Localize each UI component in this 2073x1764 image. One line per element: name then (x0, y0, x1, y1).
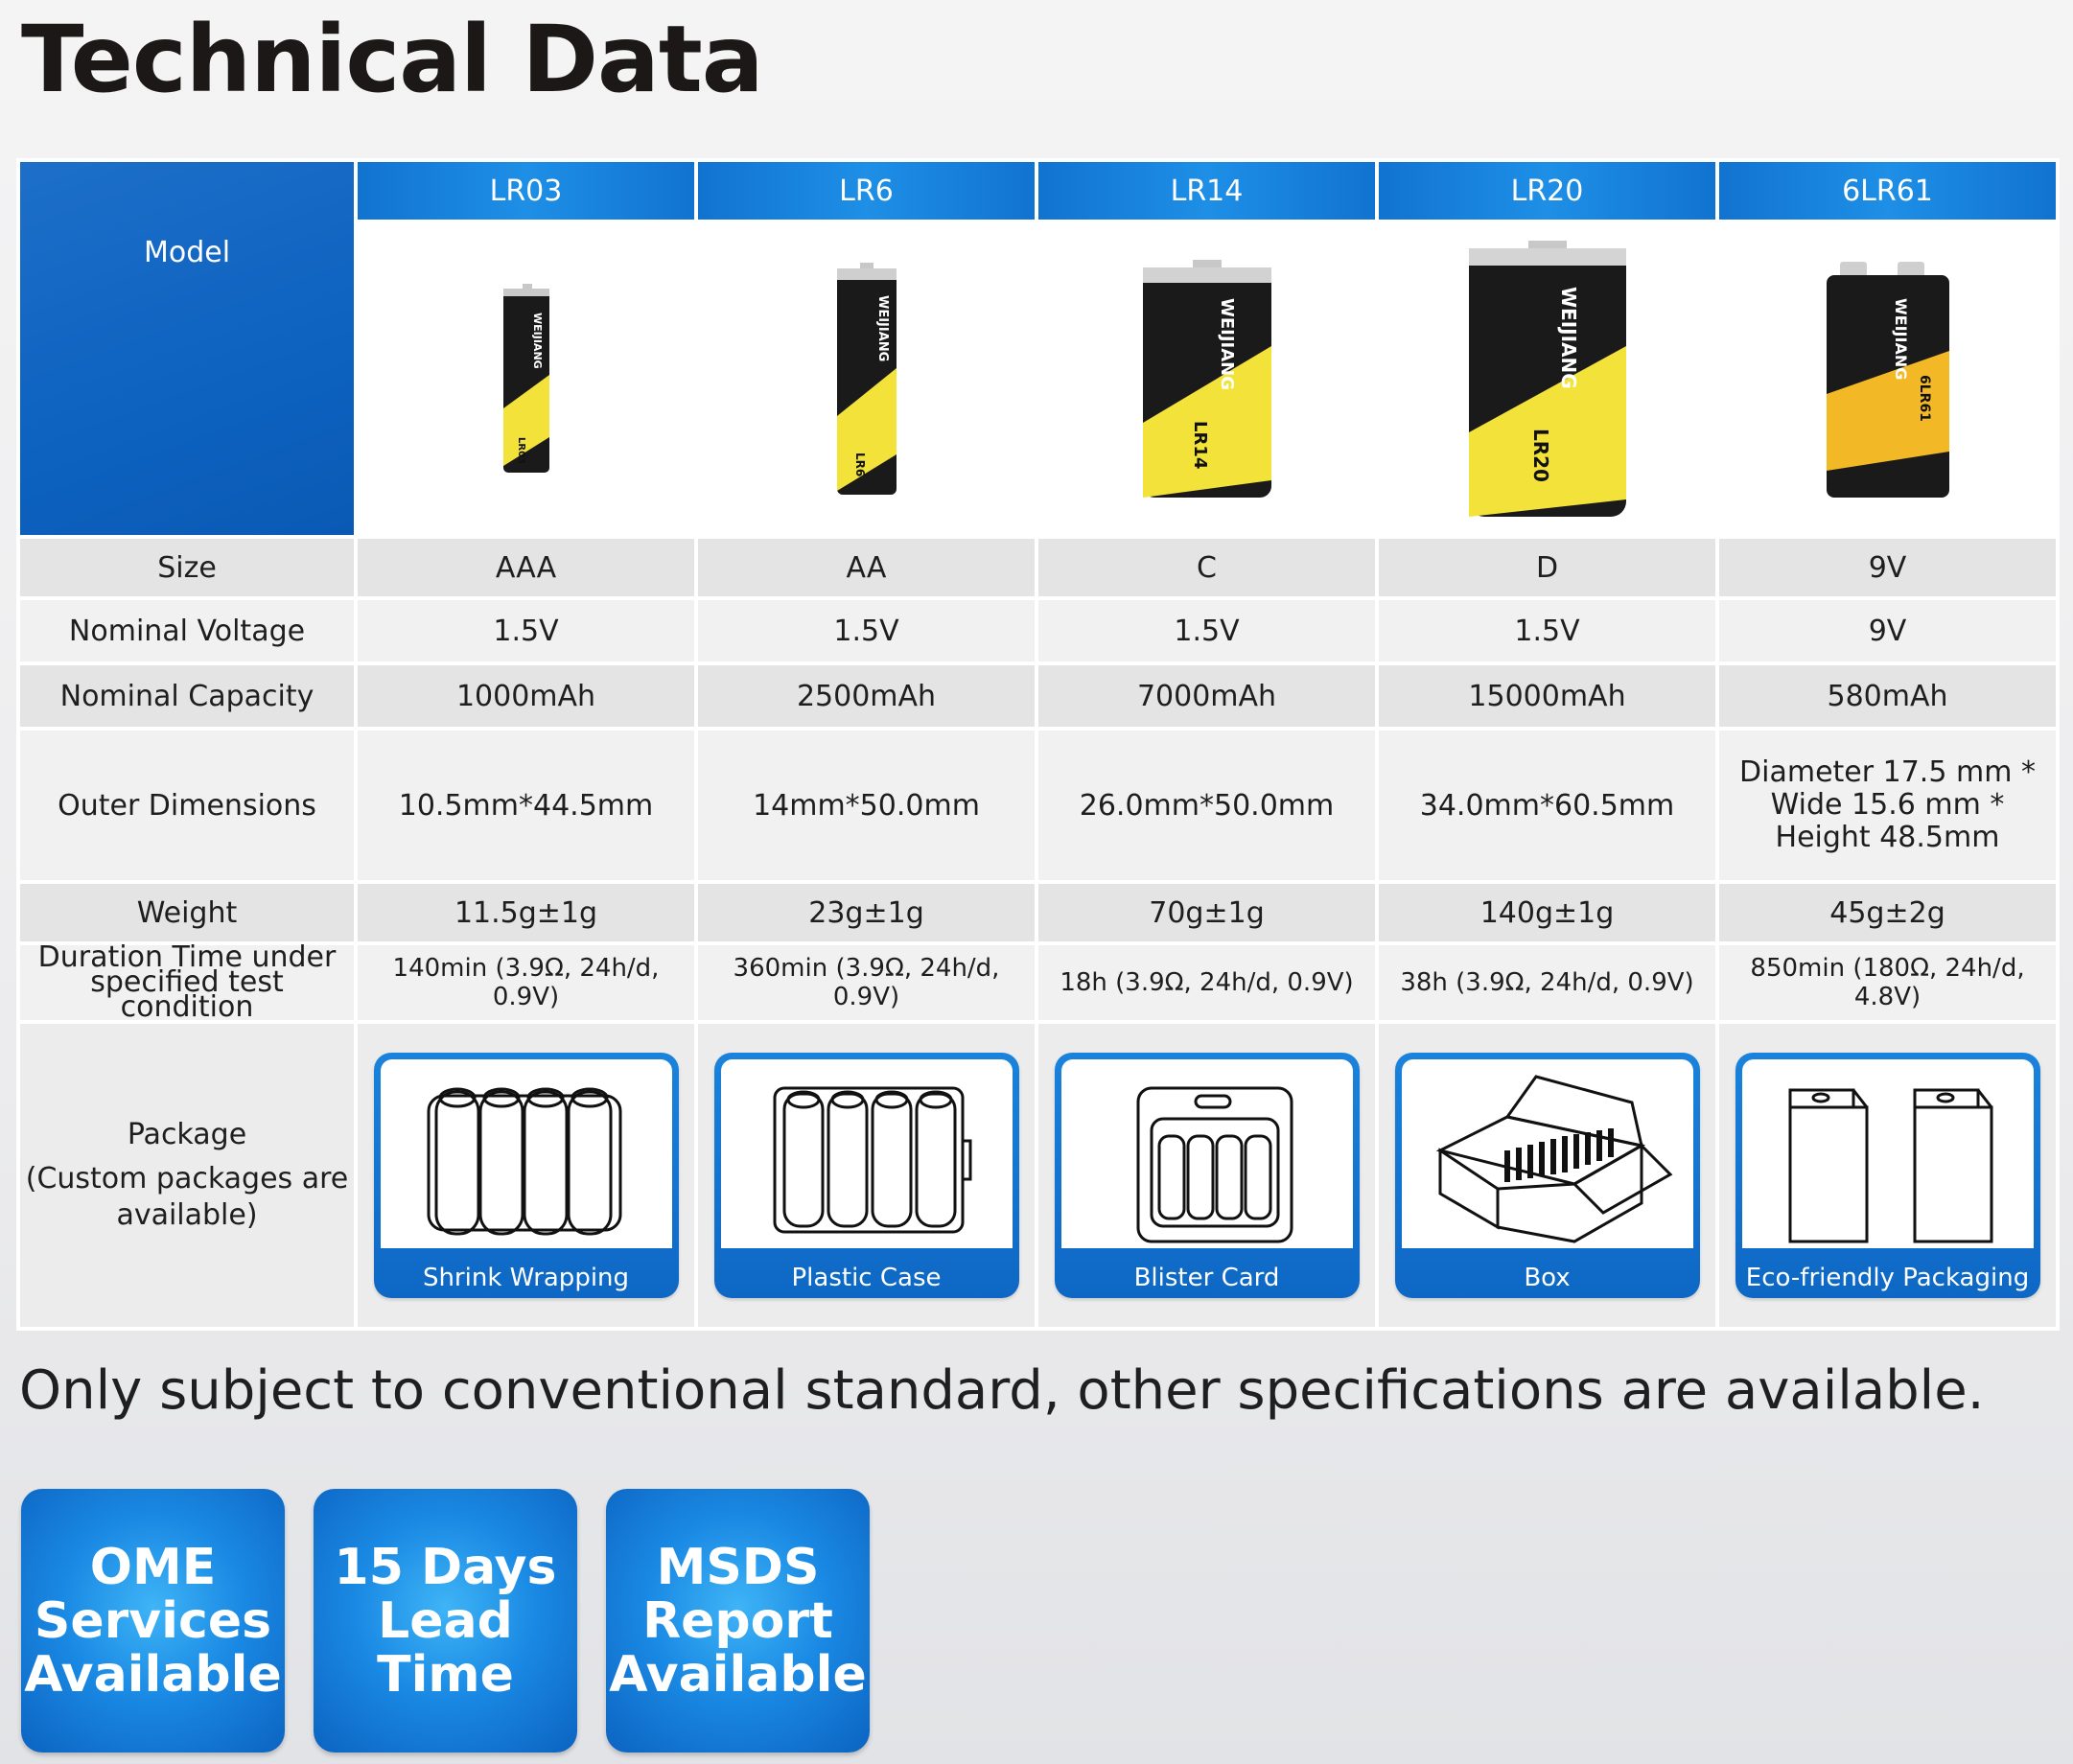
badge-lead-time: 15 Days Lead Time (314, 1489, 577, 1752)
svg-text:LR20: LR20 (1529, 429, 1552, 482)
cell-capacity: 1000mAh (354, 662, 698, 731)
cell-dimensions: 14mm*50.0mm (694, 727, 1038, 884)
cell-duration: 18h (3.9Ω, 24h/d, 0.9V) (1035, 941, 1379, 1024)
cell-size: AAA (354, 535, 698, 600)
cell-capacity: 2500mAh (694, 662, 1038, 731)
package-cell: Box (1375, 1020, 1719, 1331)
cell-size: 9V (1715, 535, 2060, 600)
package-name: Plastic Case (791, 1264, 942, 1292)
package-label: Package (127, 1118, 247, 1151)
battery-image-9v: WEIJIANG 6LR61 (1715, 220, 2060, 539)
cell-weight: 140g±1g (1375, 880, 1719, 945)
svg-text:WEIJIANG: WEIJIANG (1892, 298, 1910, 380)
page-title: Technical Data (21, 6, 763, 113)
row-label-capacity: Nominal Capacity (16, 662, 358, 731)
model-header: LR03 (354, 158, 698, 223)
svg-text:LR03: LR03 (516, 437, 526, 464)
cell-duration: 140min (3.9Ω, 24h/d, 0.9V) (354, 941, 698, 1024)
9v-battery-icon: WEIJIANG 6LR61 (1826, 261, 1949, 498)
package-cell: Shrink Wrapping (354, 1020, 698, 1331)
cell-dimensions: Diameter 17.5 mm * Wide 15.6 mm * Height… (1715, 727, 2060, 884)
svg-text:WEIJIANG: WEIJIANG (1557, 287, 1580, 389)
cell-dimensions: 34.0mm*60.5mm (1375, 727, 1719, 884)
plastic-case-icon (773, 1086, 971, 1234)
cell-size: D (1375, 535, 1719, 600)
badge-msds-report: MSDS Report Available (606, 1489, 870, 1752)
package-name: Shrink Wrapping (422, 1264, 630, 1292)
shrink-wrap-icon (427, 1087, 621, 1236)
cell-weight: 45g±2g (1715, 880, 2060, 945)
cell-duration: 850min (180Ω, 24h/d, 4.8V) (1715, 941, 2060, 1024)
package-sub-label: (Custom packages are available) (25, 1162, 349, 1232)
battery-image-d: WEIJIANG LR20 (1375, 220, 1719, 539)
package-name: Box (1524, 1264, 1571, 1292)
svg-text:LR14: LR14 (1190, 421, 1210, 469)
package-card-eco-friendly: Eco-friendly Packaging (1735, 1053, 2040, 1298)
row-label-size: Size (16, 535, 358, 600)
model-header: LR20 (1375, 158, 1719, 223)
package-card-blister-card: Blister Card (1054, 1053, 1360, 1298)
package-card-shrink-wrapping: Shrink Wrapping (373, 1053, 679, 1298)
cell-capacity: 580mAh (1715, 662, 2060, 731)
row-label-duration: Duration Time under specified test condi… (16, 941, 358, 1024)
cell-capacity: 15000mAh (1375, 662, 1719, 731)
spec-table: Model LR03 LR6 LR14 LR20 6LR61 WEIJIANG … (16, 158, 2060, 1331)
svg-text:WEIJIANG: WEIJIANG (531, 313, 544, 369)
row-label-dimensions: Outer Dimensions (16, 727, 358, 884)
svg-text:LR6: LR6 (853, 453, 867, 476)
aa-battery-icon: WEIJIANG LR6 (836, 262, 897, 495)
svg-text:WEIJIANG: WEIJIANG (875, 295, 890, 361)
cell-size: C (1035, 535, 1379, 600)
package-cell: Eco-friendly Packaging (1715, 1020, 2060, 1331)
cell-duration: 360min (3.9Ω, 24h/d, 0.9V) (694, 941, 1038, 1024)
cell-weight: 11.5g±1g (354, 880, 698, 945)
footnote: Only subject to conventional standard, o… (19, 1359, 1985, 1422)
cell-voltage: 9V (1715, 596, 2060, 665)
row-label-weight: Weight (16, 880, 358, 945)
model-header: 6LR61 (1715, 158, 2060, 223)
box-icon (1435, 1075, 1672, 1243)
model-label: Model (143, 236, 231, 269)
cell-size: AA (694, 535, 1038, 600)
c-battery-icon: WEIJIANG LR14 (1142, 259, 1271, 498)
battery-image-c: WEIJIANG LR14 (1035, 220, 1379, 539)
cell-voltage: 1.5V (694, 596, 1038, 665)
model-label-cell: Model (16, 158, 358, 539)
eco-packaging-icon (1788, 1088, 1992, 1243)
svg-text:WEIJIANG: WEIJIANG (1217, 298, 1237, 390)
cell-dimensions: 26.0mm*50.0mm (1035, 727, 1379, 884)
cell-dimensions: 10.5mm*44.5mm (354, 727, 698, 884)
package-card-box: Box (1394, 1053, 1700, 1298)
package-cell: Plastic Case (694, 1020, 1038, 1331)
battery-image-aaa: WEIJIANG LR03 (354, 220, 698, 539)
row-label-package: Package (Custom packages are available) (16, 1020, 358, 1331)
battery-image-aa: WEIJIANG LR6 (694, 220, 1038, 539)
cell-weight: 70g±1g (1035, 880, 1379, 945)
package-card-plastic-case: Plastic Case (713, 1053, 1019, 1298)
d-battery-icon: WEIJIANG LR20 (1468, 240, 1626, 517)
blister-card-icon (1136, 1086, 1293, 1243)
row-label-voltage: Nominal Voltage (16, 596, 358, 665)
package-name: Eco-friendly Packaging (1745, 1264, 2030, 1292)
package-cell: Blister Card (1035, 1020, 1379, 1331)
aaa-battery-icon: WEIJIANG LR03 (502, 283, 549, 473)
cell-voltage: 1.5V (354, 596, 698, 665)
cell-voltage: 1.5V (1375, 596, 1719, 665)
cell-duration: 38h (3.9Ω, 24h/d, 0.9V) (1375, 941, 1719, 1024)
model-header: LR14 (1035, 158, 1379, 223)
badge-ome-services: OME Services Available (21, 1489, 285, 1752)
svg-text:6LR61: 6LR61 (1917, 375, 1932, 422)
cell-capacity: 7000mAh (1035, 662, 1379, 731)
cell-weight: 23g±1g (694, 880, 1038, 945)
model-header: LR6 (694, 158, 1038, 223)
cell-voltage: 1.5V (1035, 596, 1379, 665)
package-name: Blister Card (1133, 1264, 1280, 1292)
